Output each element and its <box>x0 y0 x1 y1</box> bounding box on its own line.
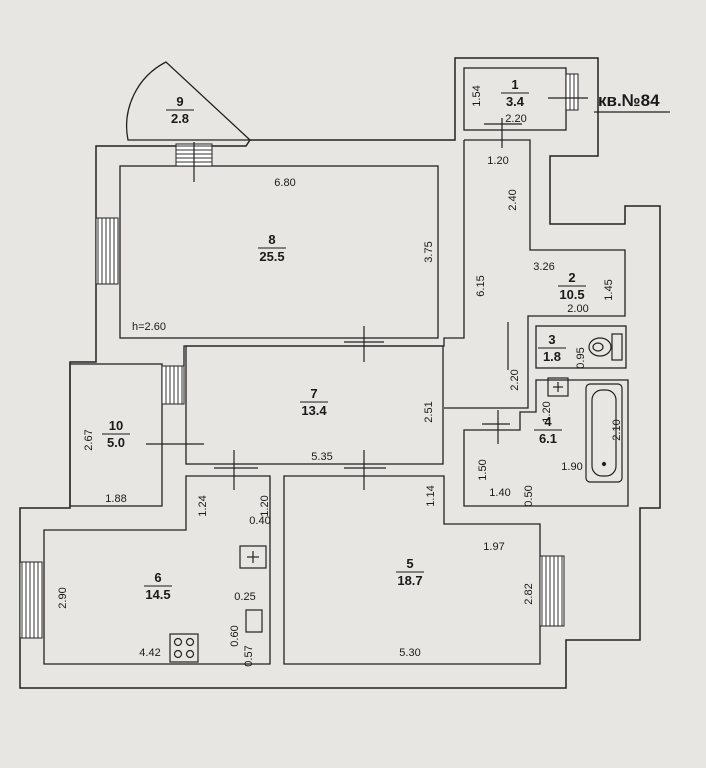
room-5-outline <box>283 475 541 665</box>
apartment-label: кв.№84 <box>598 91 660 110</box>
dimension-label: 1.20 <box>487 155 508 167</box>
dimension-label: 0.40 <box>249 515 270 527</box>
dimension-label: 3.26 <box>533 261 554 273</box>
room-5-area: 18.7 <box>397 573 422 588</box>
dimension-label: 0.95 <box>575 347 587 368</box>
dimension-label: 0.50 <box>523 485 535 506</box>
room-8-number: 8 <box>268 232 275 247</box>
dimension-label: 4.42 <box>139 647 160 659</box>
room-labels: 13.4210.531.846.1518.7614.5713.4825.592.… <box>102 77 586 602</box>
window-room-8 <box>95 217 119 285</box>
outer-walls <box>19 57 661 689</box>
room-4-outline <box>463 379 629 507</box>
dimension-label: 1.97 <box>483 541 504 553</box>
room-6-outline <box>43 475 271 665</box>
dimension-label: 1.24 <box>197 495 209 516</box>
room-4-area: 6.1 <box>539 431 557 446</box>
dimension-label: 5.30 <box>399 647 420 659</box>
room-9-number: 9 <box>176 94 183 109</box>
dimension-label: 6.15 <box>475 275 487 296</box>
dimension-label: 2.10 <box>611 419 623 440</box>
room-2-area: 10.5 <box>559 287 584 302</box>
room-6-area: 14.5 <box>145 587 170 602</box>
room-1-area: 3.4 <box>506 94 525 109</box>
dimension-labels: 1.542.201.202.406.803.756.153.261.452.00… <box>57 85 623 666</box>
kitchen-counter <box>245 609 263 633</box>
toilet-icon <box>588 333 623 361</box>
dimension-label: 1.20 <box>259 495 271 516</box>
room-7-outline <box>185 345 444 465</box>
dimension-label: 2.40 <box>507 189 519 210</box>
kitchen-sink-icon <box>239 545 267 569</box>
room-5-number: 5 <box>406 556 413 571</box>
room-2-number: 2 <box>568 270 575 285</box>
stove-icon <box>169 633 199 663</box>
dimension-label: 0.25 <box>234 591 255 603</box>
dimension-label: 1.20 <box>541 401 553 422</box>
room-3-outline <box>535 325 627 369</box>
dimension-label: 2.00 <box>567 303 588 315</box>
ceiling-height: h=2.60 <box>132 321 166 333</box>
window-room-7 <box>161 365 185 405</box>
dimension-label: 0.60 <box>229 625 241 646</box>
room-10-area: 5.0 <box>107 435 125 450</box>
door-markers <box>146 97 588 490</box>
dimension-label: 1.40 <box>489 487 510 499</box>
room-6-number: 6 <box>154 570 161 585</box>
room-7-area: 13.4 <box>301 403 327 418</box>
window-room-5 <box>539 555 565 627</box>
dimension-label: 2.67 <box>83 429 95 450</box>
dimension-label: 3.75 <box>423 241 435 262</box>
dimension-label: 1.90 <box>561 461 582 473</box>
dimension-label: 1.45 <box>603 279 615 300</box>
room-2-outline <box>183 139 626 409</box>
room-8-area: 25.5 <box>259 249 284 264</box>
dimension-label: 1.50 <box>477 459 489 480</box>
room-10-outline <box>69 363 163 507</box>
dimension-label: 2.51 <box>423 401 435 422</box>
room-9-area: 2.8 <box>171 111 189 126</box>
room-1-number: 1 <box>511 77 518 92</box>
window-room-6 <box>19 561 43 639</box>
room-8-outline <box>119 165 439 339</box>
room-7-number: 7 <box>310 386 317 401</box>
dimension-label: 2.20 <box>509 369 521 390</box>
dimension-label: 1.14 <box>425 485 437 506</box>
room-3-number: 3 <box>548 332 555 347</box>
room-4-number: 4 <box>544 414 552 429</box>
dimension-label: 1.88 <box>105 493 126 505</box>
room-10-number: 10 <box>109 418 123 433</box>
dimension-label: 0.57 <box>243 645 255 666</box>
dimension-label: 2.20 <box>505 113 526 125</box>
sink-icon <box>547 377 569 397</box>
bathtub-icon <box>585 383 623 483</box>
dimension-label: 2.90 <box>57 587 69 608</box>
room-3-area: 1.8 <box>543 349 561 364</box>
room-9-balcony-outline <box>126 61 252 141</box>
dimension-label: 6.80 <box>274 177 295 189</box>
dimension-label: 5.35 <box>311 451 332 463</box>
dimension-label: 1.54 <box>471 85 483 106</box>
window-room-1 <box>565 73 579 111</box>
dimension-label: 2.82 <box>523 583 535 604</box>
